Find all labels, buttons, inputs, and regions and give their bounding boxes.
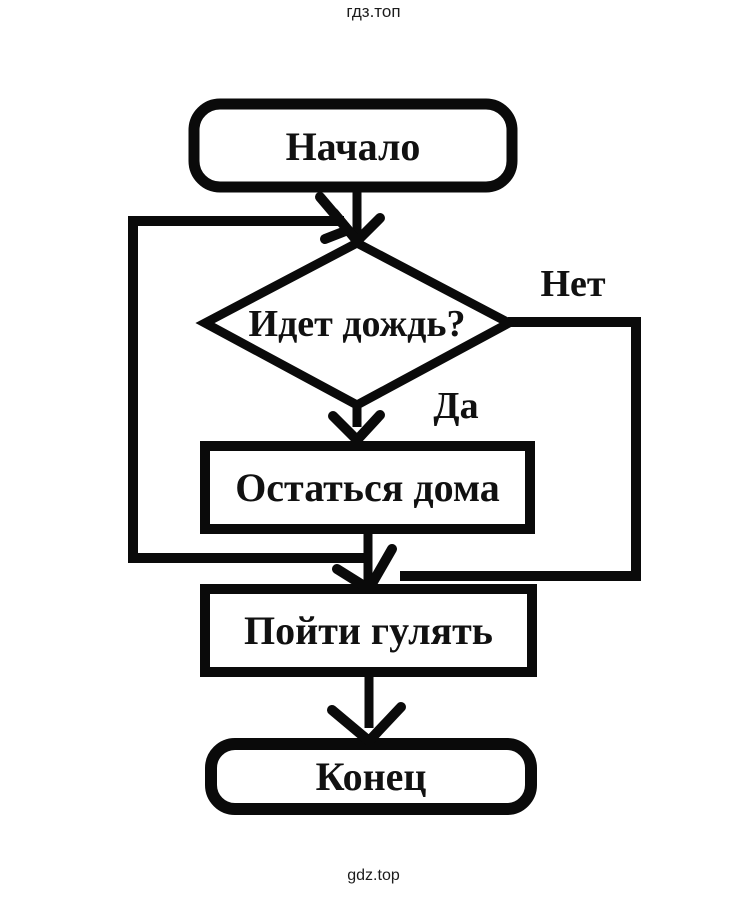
edge-decision-no-branch <box>400 317 641 581</box>
arrowhead-loop-into-decision-icon <box>315 192 353 244</box>
arrowhead-into-end-icon <box>327 702 406 746</box>
yes-branch-label: Да <box>433 385 479 427</box>
arrowhead-into-stay-home-icon <box>328 410 385 445</box>
decision-diamond-shape <box>195 237 519 411</box>
stay-home-node-shape <box>200 441 535 534</box>
decision-node-label: Идет дождь? <box>248 303 466 345</box>
arrowhead-into-go-for-walk-icon <box>332 544 397 594</box>
start-node-label: Начало <box>285 123 421 169</box>
go-for-walk-node-label: Пойти гулять <box>244 607 493 653</box>
watermark-top: гдз.топ <box>346 2 401 21</box>
arrowheads <box>315 192 406 746</box>
end-node-label: Конец <box>315 754 427 799</box>
edge-loop-stayhome-back-to-decision <box>128 216 368 563</box>
go-for-walk-node-shape <box>200 584 537 677</box>
stay-home-node-label: Остаться дома <box>235 465 500 510</box>
edge-lines <box>128 190 641 728</box>
start-node-shape <box>188 98 518 193</box>
node-shapes <box>188 98 537 815</box>
watermark-bottom: gdz.top <box>347 867 400 884</box>
no-branch-label: Нет <box>540 263 606 305</box>
